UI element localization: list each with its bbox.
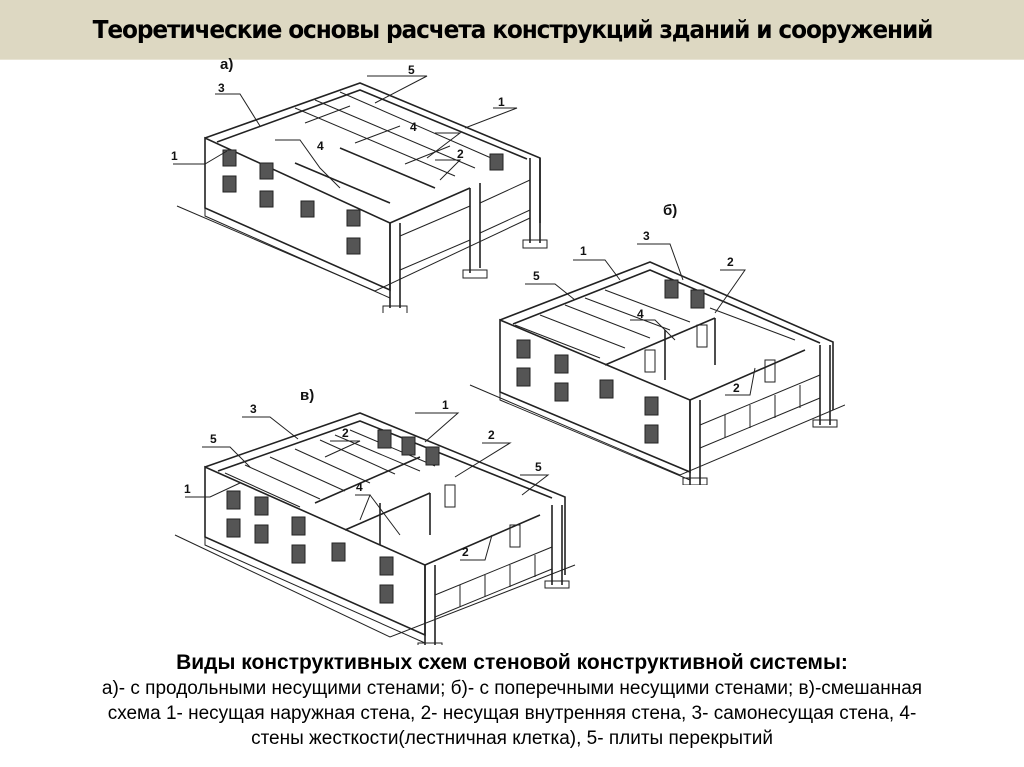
callout-2: 2 <box>342 426 349 440</box>
callout-4: 4 <box>317 139 324 153</box>
callout-5: 5 <box>408 63 415 77</box>
callout-3: 3 <box>643 229 650 243</box>
callout-1: 1 <box>442 398 449 412</box>
caption-line-2: схема 1- несущая наружная стена, 2- несу… <box>107 703 917 724</box>
callout-1: 1 <box>184 482 191 496</box>
callout-2: 2 <box>462 545 469 559</box>
building-drawing-b <box>469 243 845 485</box>
figure-caption: Виды конструктивных схем стеновой констр… <box>0 650 1024 751</box>
callout-3: 3 <box>250 402 257 416</box>
figure-b-label: б) <box>663 202 678 219</box>
figure-b-transverse-walls: б) 1 5 3 2 4 2 <box>465 200 845 485</box>
callout-3: 3 <box>218 81 225 95</box>
building-drawing-a <box>173 75 548 313</box>
figure-a-label: а) <box>220 56 234 73</box>
callout-2: 2 <box>727 255 734 269</box>
callout-4: 4 <box>410 120 417 134</box>
callout-1: 1 <box>580 244 587 258</box>
callout-5: 5 <box>210 432 217 446</box>
caption-line-3: стены жесткости(лестничная клетка), 5- п… <box>251 728 773 749</box>
callout-2: 2 <box>733 381 740 395</box>
building-drawing-v <box>174 412 576 645</box>
callout-1: 1 <box>171 149 178 163</box>
callout-5: 5 <box>535 460 542 474</box>
callout-4: 4 <box>356 480 363 494</box>
caption-title: Виды конструктивных схем стеновой констр… <box>176 651 848 674</box>
callout-4: 4 <box>637 307 644 321</box>
figure-v-mixed-scheme: в) 3 1 5 2 2 1 4 5 2 <box>170 385 590 645</box>
callout-1: 1 <box>498 95 505 109</box>
title-bar: Теоретические основы расчета конструкций… <box>0 0 1024 60</box>
callout-2: 2 <box>457 147 464 161</box>
caption-line-1: а)- с продольными несущими стенами; б)- … <box>101 678 923 699</box>
slide-title: Теоретические основы расчета конструкций… <box>92 15 933 44</box>
callout-5: 5 <box>533 269 540 283</box>
callout-2: 2 <box>488 428 495 442</box>
figure-a-longitudinal-walls: а) 1 3 5 1 4 4 2 <box>165 56 565 313</box>
figure-v-label: в) <box>300 387 315 404</box>
